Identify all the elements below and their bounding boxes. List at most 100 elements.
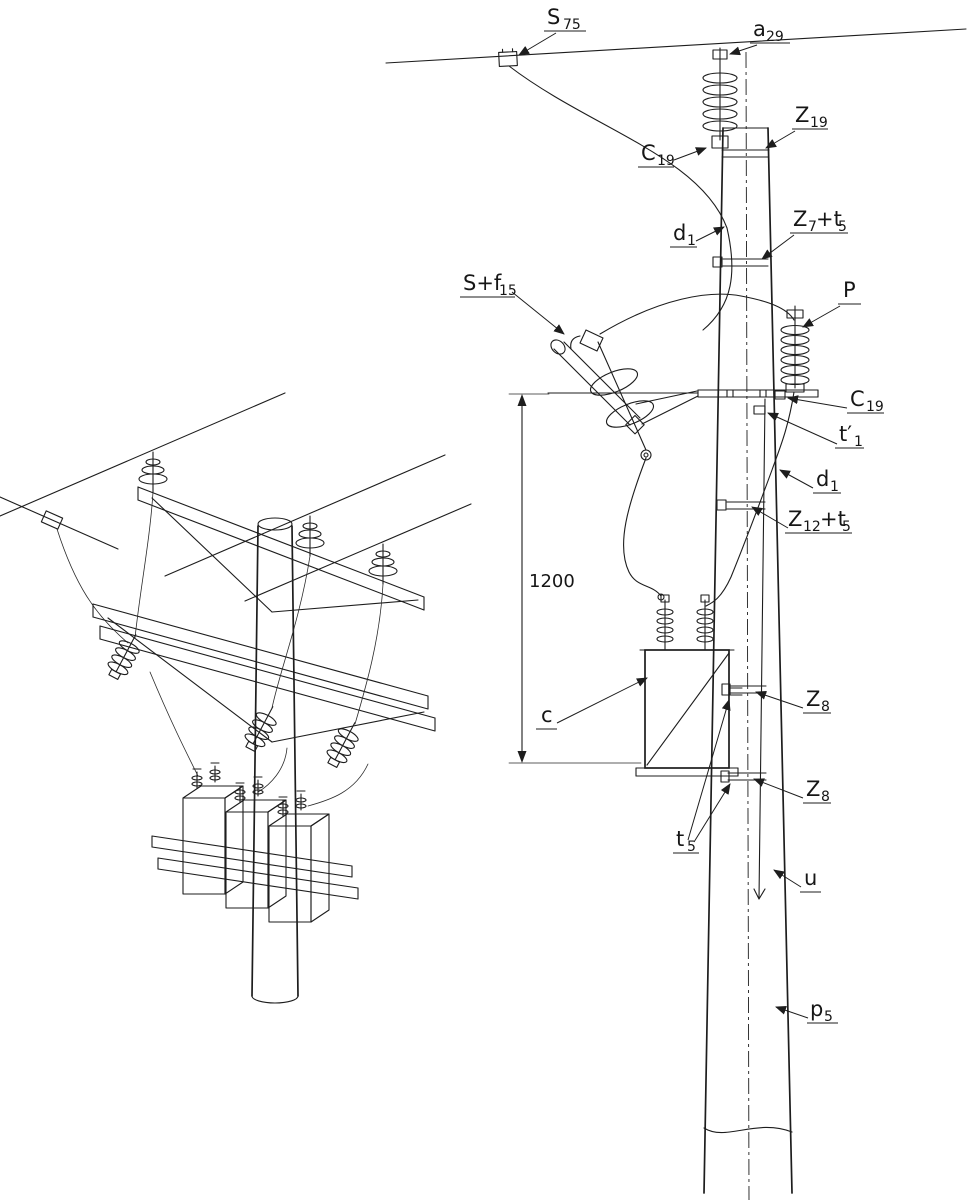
svg-text:Z: Z	[793, 207, 807, 231]
iso-clamp	[40, 510, 64, 530]
pin-insulator-1	[138, 451, 168, 493]
labels: S 75 a 29 Z 19 C 19 d 1	[460, 5, 884, 1025]
label-z19: Z 19	[765, 103, 828, 149]
svg-text:+t: +t	[820, 507, 846, 531]
svg-text:5: 5	[824, 1009, 833, 1025]
fuse-tube-cap	[550, 339, 566, 355]
svg-text:S: S	[547, 5, 560, 29]
pole	[703, 127, 793, 1194]
svg-text:t′: t′	[839, 422, 852, 446]
pigtail-wire	[623, 457, 665, 601]
transformer-bushing-left	[656, 594, 674, 651]
jumper-cutout-to-arrester	[599, 293, 795, 335]
svg-text:8: 8	[821, 699, 830, 715]
svg-text:a: a	[753, 17, 766, 41]
svg-text:C: C	[850, 387, 865, 411]
svg-text:1: 1	[854, 434, 863, 450]
svg-text:C: C	[641, 141, 656, 165]
svg-text:5: 5	[838, 219, 847, 235]
svg-text:Z: Z	[788, 507, 802, 531]
fuse-tube-ferrule	[625, 414, 645, 435]
label-t1-prime: t′ 1	[767, 412, 864, 450]
iso-arrester-1	[107, 634, 140, 680]
lead-wire-d1-mid	[705, 391, 795, 607]
iso-arrester-2	[244, 706, 277, 752]
cutout-top-contact	[579, 329, 604, 352]
svg-text:1: 1	[830, 479, 839, 495]
svg-text:7: 7	[808, 219, 817, 235]
pin-insulator-3	[368, 543, 398, 585]
svg-text:P: P	[843, 278, 856, 302]
pole-break-line	[703, 1126, 793, 1134]
pin-insulator-2	[295, 515, 325, 557]
fitting-t1	[753, 405, 766, 415]
label-c: c	[536, 677, 648, 730]
jumper-wire-d1	[508, 65, 733, 331]
svg-text:5: 5	[842, 519, 851, 535]
iso-conductors	[0, 392, 472, 602]
pole-band-z7	[712, 256, 769, 268]
svg-text:8: 8	[821, 789, 830, 805]
pole-centerline	[745, 51, 750, 1200]
ground-wire	[753, 398, 766, 900]
label-a29: a 29	[729, 17, 790, 56]
svg-text:1: 1	[687, 233, 696, 249]
svg-text:d: d	[816, 467, 829, 491]
label-t5: t 5	[673, 699, 731, 855]
iso-lower-crossarm	[92, 603, 436, 743]
iso-pole	[251, 517, 299, 1004]
transformer-bushing-right	[696, 594, 714, 651]
label-z12-t5: Z 12 +t 5	[751, 506, 852, 535]
iso-rack	[151, 835, 359, 900]
svg-text:15: 15	[499, 283, 517, 299]
suspension-clamp	[498, 48, 518, 68]
svg-text:5: 5	[687, 839, 696, 855]
svg-text:Z: Z	[806, 777, 820, 801]
svg-text:19: 19	[866, 399, 884, 415]
iso-transformer-3	[268, 813, 330, 923]
connector-clamp-c19	[774, 390, 786, 400]
label-z8-lower: Z 8	[753, 777, 831, 805]
iso-transformer-2	[225, 799, 287, 909]
label-d1-mid: d 1	[779, 467, 841, 495]
dimension-line: 1200	[508, 393, 642, 764]
label-p: P	[802, 278, 861, 328]
isometric-view	[0, 392, 472, 1004]
svg-text:12: 12	[803, 519, 821, 535]
iso-jumper-clamp	[56, 528, 129, 644]
fuse-cutout	[550, 329, 699, 461]
svg-text:29: 29	[766, 29, 784, 45]
svg-text:u: u	[804, 866, 817, 890]
label-u: u	[773, 866, 821, 893]
svg-text:Z: Z	[806, 687, 820, 711]
label-c19-top: C 19	[638, 141, 707, 169]
svg-text:Z: Z	[795, 103, 809, 127]
svg-text:+t: +t	[816, 207, 842, 231]
label-z7-t5: Z 7 +t 5	[761, 207, 848, 260]
dimension-value: 1200	[529, 571, 575, 592]
post-insulator	[702, 47, 738, 149]
top-conductor-line	[385, 28, 967, 64]
svg-text:t: t	[676, 827, 684, 851]
cutout-hinge	[640, 449, 652, 461]
transformer-tank	[635, 649, 743, 777]
label-d1-top: d 1	[670, 221, 725, 249]
label-p5: p 5	[775, 997, 838, 1025]
svg-text:19: 19	[657, 153, 675, 169]
label-c19-mid: C 19	[787, 387, 884, 415]
label-s-f15: S+f 15	[460, 271, 565, 335]
pole-band-z19	[721, 149, 770, 158]
label-z8-upper: Z 8	[755, 687, 831, 715]
svg-text:p: p	[810, 997, 823, 1021]
svg-text:S+f: S+f	[463, 271, 502, 295]
elevation-view: 1200	[385, 28, 967, 1200]
svg-text:c: c	[541, 703, 553, 727]
label-s75: S 75	[518, 5, 586, 56]
iso-upper-crossarm	[137, 486, 425, 613]
surge-arrester	[780, 305, 810, 393]
iso-arrester-3	[326, 722, 359, 768]
svg-text:d: d	[673, 221, 686, 245]
svg-text:19: 19	[810, 115, 828, 131]
